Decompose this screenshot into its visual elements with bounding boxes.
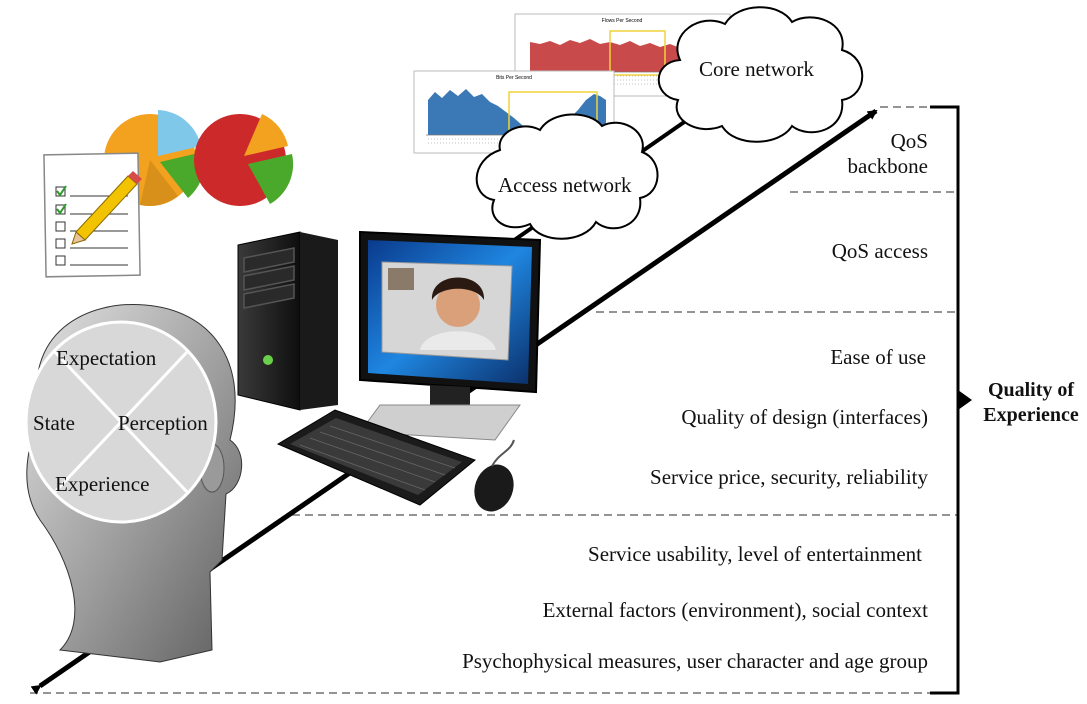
bits-chart-title: Bits Per Second (496, 75, 532, 81)
level-qos-backbone-line2: backbone (847, 154, 928, 178)
mouse-icon (474, 439, 515, 512)
checklist-icon (43, 152, 142, 278)
core-network-cloud (657, 6, 864, 143)
pencil-icon (71, 171, 142, 245)
level-external-factors: External factors (environment), social c… (542, 598, 928, 622)
flows-chart-highlight (609, 30, 666, 76)
level-qos-backbone-line1: QoS (890, 129, 928, 153)
qoe-title-line2: Experience (983, 404, 1079, 426)
head-label-expectation: Expectation (56, 346, 157, 370)
flows-chart-title: Flows Per Second (602, 18, 643, 24)
monitor-icon (359, 230, 542, 441)
level-qos-access: QoS access (831, 239, 928, 263)
level-psychophysical: Psychophysical measures, user character … (462, 649, 928, 673)
level-ease-of-use: Ease of use (830, 345, 926, 369)
head-icon (24, 303, 243, 663)
core-network-label: Core network (699, 57, 814, 81)
flows-chart-area (530, 39, 700, 72)
bits-chart-area (428, 89, 606, 135)
level-service-usability: Service usability, level of entertainmen… (588, 542, 922, 566)
level-service-price: Service price, security, reliability (650, 465, 928, 489)
pie-charts-icon (104, 110, 294, 206)
video-person-icon (436, 283, 480, 327)
head-label-perception: Perception (118, 411, 208, 435)
qoe-bracket (930, 105, 972, 695)
qoe-title-line1: Quality of (987, 379, 1075, 401)
head-label-state: State (33, 411, 75, 435)
bracket-pointer-icon (958, 390, 972, 410)
qoe-title: Quality of Experience (976, 378, 1086, 428)
access-network-cloud (475, 113, 659, 240)
access-network-label: Access network (498, 173, 632, 197)
keyboard-icon (276, 409, 477, 506)
head-label-experience: Experience (55, 472, 150, 496)
computer-tower-icon (237, 231, 338, 411)
level-quality-of-design: Quality of design (interfaces) (681, 405, 928, 429)
